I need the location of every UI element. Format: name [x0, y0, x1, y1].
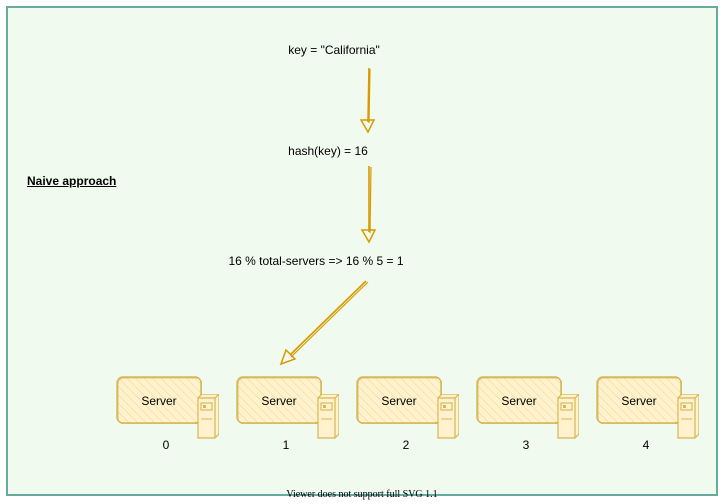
svg-support-notice: Viewer does not support full SVG 1.1: [286, 489, 438, 500]
section-heading: Naive approach: [27, 174, 117, 188]
key-text: key = "California": [288, 43, 380, 57]
server-index-2: 2: [402, 438, 410, 452]
server-label: Server: [381, 394, 417, 408]
server-box: [596, 376, 682, 424]
server-index-3: 3: [522, 438, 530, 452]
server-node-4: Server: [596, 376, 700, 440]
server-label: Server: [261, 394, 297, 408]
server-index-4: 4: [642, 438, 650, 452]
server-node-2: Server: [356, 376, 460, 440]
server-label: Server: [501, 394, 537, 408]
server-label: Server: [621, 394, 657, 408]
arrow-hash-to-modulo: [360, 166, 377, 244]
server-box: [356, 376, 442, 424]
server-tower-icon: [437, 394, 459, 439]
arrow-modulo-to-server: [279, 280, 369, 366]
arrow-key-to-hash: [359, 67, 376, 134]
server-label: Server: [141, 394, 177, 408]
server-node-3: Server: [476, 376, 580, 440]
server-tower-icon: [197, 394, 219, 439]
server-box: [116, 376, 202, 424]
server-index-1: 1: [282, 438, 290, 452]
hash-text: hash(key) = 16: [288, 144, 368, 158]
server-tower-icon: [557, 394, 579, 439]
server-node-1: Server: [236, 376, 340, 440]
server-box: [476, 376, 562, 424]
server-box: [236, 376, 322, 424]
server-tower-icon: [677, 394, 699, 439]
server-index-0: 0: [162, 438, 170, 452]
server-tower-icon: [317, 394, 339, 439]
server-node-0: Server: [116, 376, 220, 440]
modulo-text: 16 % total-servers => 16 % 5 = 1: [228, 254, 404, 268]
